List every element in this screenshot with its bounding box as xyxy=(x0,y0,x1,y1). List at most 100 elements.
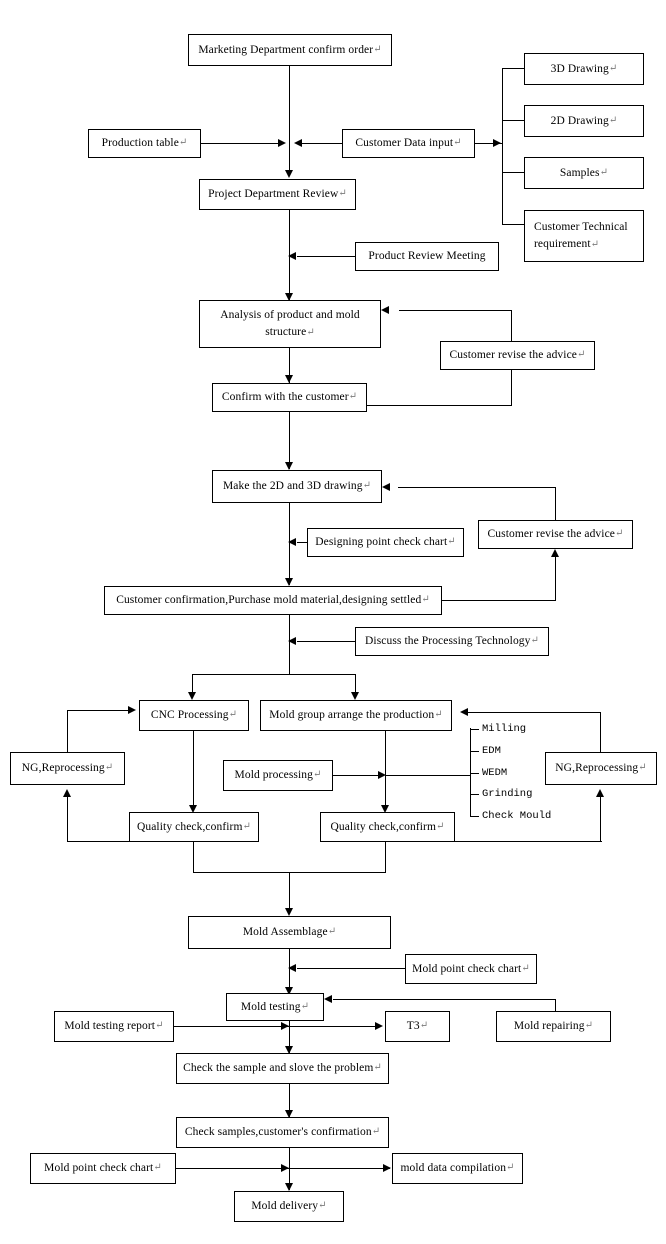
process-item-check-mould: Check Mould xyxy=(482,810,552,822)
node-customer-confirmation-purchase-mold-material[interactable]: Customer confirmation,Purchase mold mate… xyxy=(104,586,442,615)
edge-ng-left-to-cnc-vertical xyxy=(67,710,69,753)
node-check-the-sample-and-slove-the-problem[interactable]: Check the sample and slove the problem↵ xyxy=(176,1053,389,1084)
node-samples[interactable]: Samples↵ xyxy=(524,157,644,189)
arrowhead-designing-point-into-trunk xyxy=(288,538,296,546)
node-t3[interactable]: T3↵ xyxy=(385,1011,450,1042)
node-label: Mold testing xyxy=(240,1000,301,1013)
pilcrow-icon: ↵ xyxy=(104,762,114,774)
pilcrow-icon: ↵ xyxy=(318,1200,327,1212)
edge-split-to-mold-group xyxy=(355,674,357,698)
edge-marketing-to-junction xyxy=(289,66,291,144)
node-2d-drawing[interactable]: 2D Drawing↵ xyxy=(524,105,644,137)
node-mold-delivery[interactable]: Mold delivery↵ xyxy=(234,1191,344,1222)
node-mold-point-check-chart-1[interactable]: Mold point check chart↵ xyxy=(405,954,537,984)
node-ng-reprocessing-right[interactable]: NG,Reprocessing↵ xyxy=(545,752,657,785)
node-mold-assemblage[interactable]: Mold Assemblage↵ xyxy=(188,916,391,949)
node-mold-data-compilation[interactable]: mold data compilation↵ xyxy=(392,1153,523,1184)
edge-revise-loop2-bottom xyxy=(441,600,556,602)
node-mold-group-arrange-the-production[interactable]: Mold group arrange the production↵ xyxy=(260,700,452,731)
edge-product-review-meeting-to-trunk xyxy=(297,256,355,258)
node-label: Customer revise the advice xyxy=(449,349,577,362)
node-cnc-processing[interactable]: CNC Processing↵ xyxy=(139,700,249,731)
edge-revise-loop1-top xyxy=(399,310,512,312)
pilcrow-icon: ↵ xyxy=(178,137,188,149)
arrowhead-product-review-meeting-into-trunk xyxy=(288,252,296,260)
arrowhead-into-ng-left xyxy=(63,789,71,797)
process-tick-check-mould xyxy=(470,816,479,818)
node-label: Mold point check chart xyxy=(412,962,522,975)
node-mold-processing[interactable]: Mold processing↵ xyxy=(223,760,333,791)
edge-mold-assemblage-to-mold-testing xyxy=(289,949,291,995)
bracket-branch-tech-req xyxy=(502,224,524,226)
node-check-samples-customers-confirmation[interactable]: Check samples,customer's confirmation↵ xyxy=(176,1117,389,1148)
node-mold-testing-report[interactable]: Mold testing report↵ xyxy=(54,1011,174,1042)
edge-split-to-cnc xyxy=(192,674,194,698)
node-label: Discuss the Processing Technology xyxy=(365,635,531,648)
bracket-branch-2d xyxy=(502,120,524,122)
pilcrow-icon: ↵ xyxy=(614,528,624,540)
node-make-the-2d-and-3d-drawing[interactable]: Make the 2D and 3D drawing↵ xyxy=(212,470,382,503)
pilcrow-icon: ↵ xyxy=(590,239,600,250)
process-tick-wedm xyxy=(470,773,479,775)
pilcrow-icon: ↵ xyxy=(638,762,647,774)
pilcrow-icon: ↵ xyxy=(373,43,382,55)
pilcrow-icon: ↵ xyxy=(608,114,618,126)
arrowhead-into-confirm-customer xyxy=(285,375,293,383)
node-confirm-with-the-customer[interactable]: Confirm with the customer↵ xyxy=(212,383,367,412)
node-customer-data-input[interactable]: Customer Data input↵ xyxy=(342,129,475,158)
node-quality-check-confirm-right[interactable]: Quality check,confirm↵ xyxy=(320,812,455,842)
node-3d-drawing[interactable]: 3D Drawing↵ xyxy=(524,53,644,85)
node-label: Mold point check chart xyxy=(44,1162,154,1175)
edge-ng-right-to-mold-group-vertical xyxy=(600,712,602,753)
pilcrow-icon: ↵ xyxy=(373,1062,382,1074)
node-mold-point-check-chart-2[interactable]: Mold point check chart↵ xyxy=(30,1153,176,1184)
node-label: T3 xyxy=(406,1020,420,1033)
edge-analysis-to-confirm-customer xyxy=(289,348,291,383)
node-customer-revise-the-advice-2[interactable]: Customer revise the advice↵ xyxy=(478,520,633,549)
node-label: Quality check,confirm xyxy=(330,820,437,833)
pilcrow-icon: ↵ xyxy=(419,1020,429,1032)
pilcrow-icon: ↵ xyxy=(421,594,430,606)
arrowhead-into-mold-delivery xyxy=(285,1183,293,1191)
node-analysis-of-product-and-mold-structure[interactable]: Analysis of product and mold structure↵ xyxy=(199,300,381,348)
edge-check-sample-to-check-samples-conf xyxy=(289,1084,291,1117)
node-label: CNC Processing xyxy=(150,709,229,722)
node-label: Mold Assemblage xyxy=(242,926,328,939)
node-label: 3D Drawing xyxy=(550,62,609,75)
node-discuss-the-processing-technology[interactable]: Discuss the Processing Technology↵ xyxy=(355,627,549,656)
process-item-edm: EDM xyxy=(482,745,501,757)
node-quality-check-confirm-left[interactable]: Quality check,confirm↵ xyxy=(129,812,259,842)
pilcrow-icon: ↵ xyxy=(530,635,539,647)
node-production-table[interactable]: Production table↵ xyxy=(88,129,201,158)
edge-merge-to-mold-assemblage xyxy=(289,872,291,914)
arrowhead-into-check-samples-confirmation xyxy=(285,1110,293,1118)
node-customer-technical-requirement[interactable]: Customer Technical requirement↵ xyxy=(524,210,644,262)
edge-revise-loop2-top xyxy=(398,487,556,489)
edge-production-table-to-junction xyxy=(201,143,281,145)
pilcrow-icon: ↵ xyxy=(453,137,462,149)
node-label: Check samples,customer's confirmation xyxy=(184,1126,372,1139)
pilcrow-icon: ↵ xyxy=(327,926,337,938)
arrowhead-into-quality-right xyxy=(381,805,389,813)
arrowhead-into-customer-revise-2 xyxy=(551,549,559,557)
edge-cnc-to-quality-left xyxy=(193,731,195,811)
arrowhead-into-mold-group-from-ng-right xyxy=(460,708,468,716)
pilcrow-icon: ↵ xyxy=(371,1126,381,1138)
bracket-spine-right xyxy=(502,68,504,224)
arrowhead-into-junction-right xyxy=(294,139,302,147)
node-designing-point-check-chart[interactable]: Designing point check chart↵ xyxy=(307,528,464,557)
arrowhead-mold-repairing-into-mold-testing xyxy=(324,995,332,1003)
edge-revise-loop2-down-to-box xyxy=(555,487,557,520)
node-ng-reprocessing-left[interactable]: NG,Reprocessing↵ xyxy=(10,752,125,785)
node-product-review-meeting[interactable]: Product Review Meeting xyxy=(355,242,499,271)
node-mold-repairing[interactable]: Mold repairing↵ xyxy=(496,1011,611,1042)
node-customer-revise-the-advice-1[interactable]: Customer revise the advice↵ xyxy=(440,341,595,370)
arrowhead-into-customer-confirmation xyxy=(285,578,293,586)
node-mold-testing[interactable]: Mold testing↵ xyxy=(226,993,324,1021)
edge-mold-testing-to-check-sample xyxy=(289,1021,291,1053)
node-marketing-department-confirm-order[interactable]: Marketing Department confirm order↵ xyxy=(188,34,392,66)
pilcrow-icon: ↵ xyxy=(584,1020,594,1032)
node-project-department-review[interactable]: Project Department Review↵ xyxy=(199,179,356,210)
node-label: Mold delivery xyxy=(251,1200,319,1213)
node-label: mold data compilation xyxy=(400,1162,507,1175)
